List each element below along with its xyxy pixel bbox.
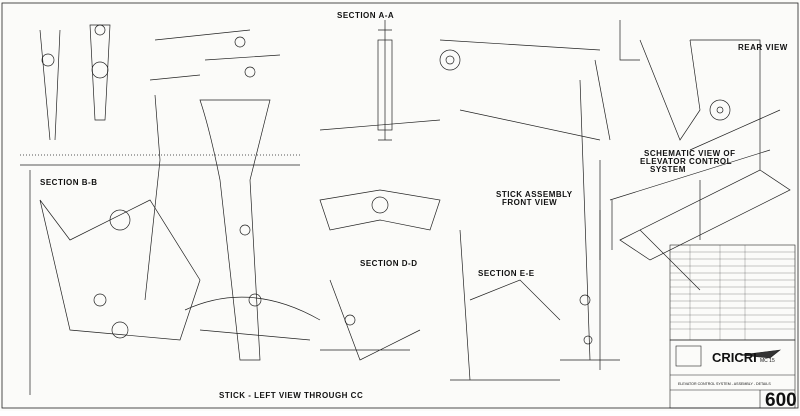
front-view-title-2: FRONT VIEW — [502, 198, 557, 207]
section-a-label: SECTION A-A — [337, 11, 394, 20]
sheet-number: 600 — [765, 390, 797, 411]
aircraft-logo-box — [675, 345, 702, 367]
model-name: MC 15 — [760, 358, 775, 364]
schematic-title-3: SYSTEM — [650, 165, 686, 174]
front-view-title-1: STICK ASSEMBLY — [496, 190, 573, 199]
parts-table-rows — [670, 245, 795, 340]
section-d-label: SECTION D-D — [360, 259, 418, 268]
rear-view-label: REAR VIEW — [738, 43, 788, 52]
title-block — [669, 339, 796, 409]
schematic-title-1: SCHEMATIC VIEW OF — [644, 149, 735, 158]
aircraft-silhouette-icon — [739, 349, 782, 359]
schematic-title-2: ELEVATOR CONTROL — [640, 157, 732, 166]
drawing-linework — [1, 2, 799, 409]
section-b-label: SECTION B-B — [40, 178, 98, 187]
brand-name: CRICRI — [712, 350, 757, 365]
drawing-subtitle: ELEVATOR CONTROL SYSTEM - ASSEMBLY - DET… — [678, 382, 771, 386]
left-view-title: STICK - LEFT VIEW THROUGH CC — [219, 391, 363, 400]
section-e-label: SECTION E-E — [478, 269, 535, 278]
